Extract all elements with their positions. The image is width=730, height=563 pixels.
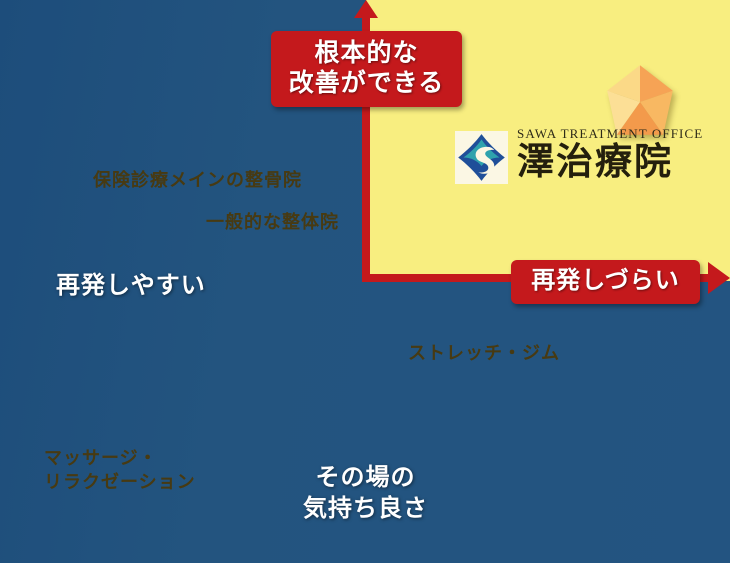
marker-ippan-seitaiin: 一般的な整体院 — [206, 212, 339, 233]
marker-massage-line1: マッサージ・ — [44, 448, 158, 469]
vertical-axis-line — [362, 14, 370, 282]
sawa-diamond-swirl-logo-icon — [455, 131, 508, 184]
callout-top-line1: 根本的な — [314, 39, 419, 67]
callout-top-line2: 改善ができる — [288, 70, 445, 97]
vertical-axis-bottom-label: その場の 気持ち良さ — [303, 463, 428, 525]
horizontal-axis-arrow-icon — [708, 262, 730, 294]
gold-star-icon — [607, 65, 673, 135]
vertical-axis-arrow-icon — [354, 0, 378, 18]
callout-right-line1: 再発しづらい — [531, 268, 680, 295]
brand-logo: SAWA TREATMENT OFFICE 澤治療院 — [455, 125, 703, 184]
marker-massage-line2: リラクゼーション — [44, 472, 196, 494]
marker-stretch-gym: ストレッチ・ジム — [408, 343, 560, 364]
horizontal-axis-right-label: 再発しづらい — [511, 260, 700, 304]
bottom-label-line2: 気持ち良さ — [303, 496, 428, 523]
brand-text-block: SAWA TREATMENT OFFICE 澤治療院 — [517, 125, 703, 182]
marker-hoken-seikotsuin: 保険診療メインの整骨院 — [93, 170, 302, 191]
brand-english-name: SAWA TREATMENT OFFICE — [517, 126, 704, 141]
bottom-label-line1: その場の — [315, 465, 416, 491]
brand-japanese-name: 澤治療院 — [517, 139, 673, 183]
vertical-axis-top-label: 根本的な 改善ができる — [271, 31, 462, 107]
horizontal-axis-left-label: 再発しやすい — [56, 273, 206, 299]
marker-massage-relaxation: マッサージ・ リラクゼーション — [44, 447, 196, 496]
